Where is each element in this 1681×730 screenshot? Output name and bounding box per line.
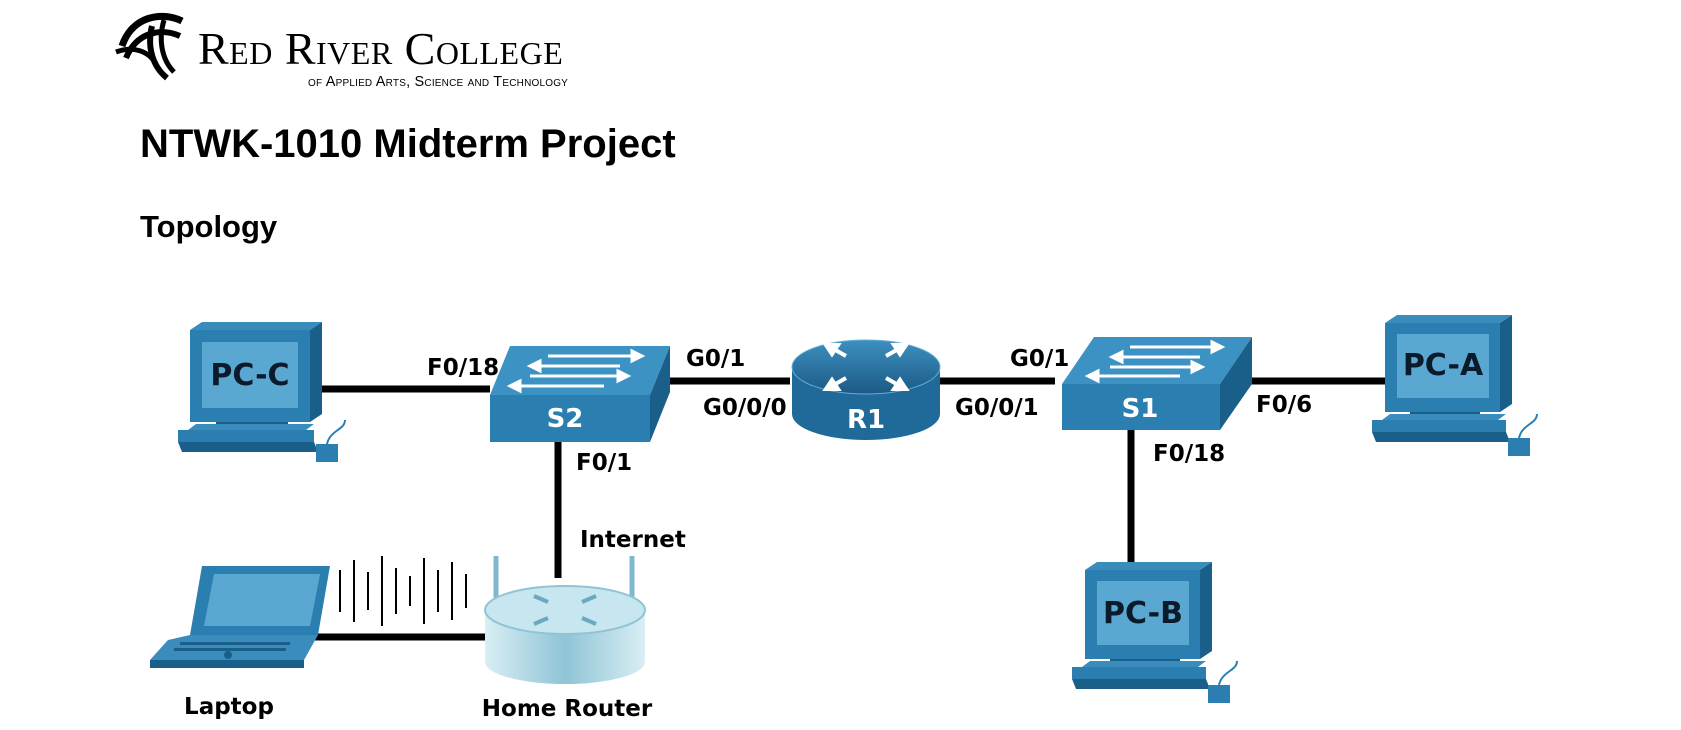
swirl-logo-icon [115,12,184,81]
laptop-label: Laptop [184,694,274,720]
logo-subtitle: of Applied Arts, Science and Technology [308,74,569,90]
section-heading: Topology [140,209,278,244]
s2-label: S2 [547,404,584,434]
port-s2-f018: F0/18 [427,355,499,381]
r1-label: R1 [847,405,885,435]
laptop-icon[interactable] [150,566,330,668]
s2-switch-icon[interactable]: S2 [490,346,670,442]
r1-router-icon[interactable]: R1 [791,339,941,440]
pc-b-label: PC-B [1103,596,1183,631]
port-r1-g000: G0/0/0 [703,395,787,421]
pc-a-label: PC-A [1403,348,1484,383]
pc-c-label: PC-C [210,358,289,393]
port-s1-g01: G0/1 [1010,346,1069,372]
page-title: NTWK-1010 Midterm Project [140,122,676,166]
home-router-label: Home Router [482,696,653,722]
home-router-icon[interactable] [484,556,646,684]
wireless-signal-icon [339,556,467,626]
links [305,377,1385,641]
logo-name: Red River College [198,23,564,74]
port-r1-g001: G0/0/1 [955,395,1039,421]
port-s1-f018: F0/18 [1153,441,1225,467]
pc-c-icon[interactable]: PC-C [178,322,346,462]
port-internet: Internet [580,527,686,553]
pc-b-icon[interactable]: PC-B [1072,562,1238,703]
port-s2-g01: G0/1 [686,346,745,372]
s1-switch-icon[interactable]: S1 [1062,337,1252,430]
pc-a-icon[interactable]: PC-A [1372,315,1538,456]
port-s2-f01: F0/1 [576,450,632,476]
port-s1-f06: F0/6 [1256,392,1312,418]
college-logo: Red River College of Applied Arts, Scien… [112,6,652,98]
s1-label: S1 [1122,394,1159,424]
